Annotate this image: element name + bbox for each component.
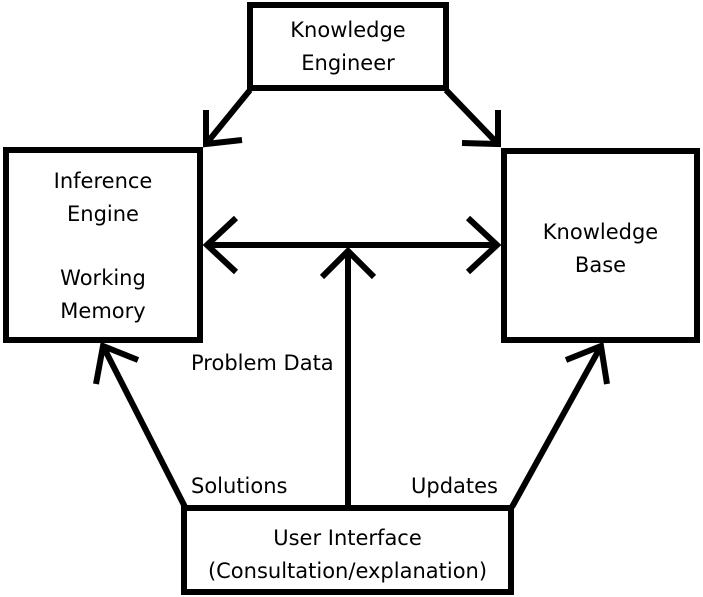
inference-engine-box: Inference Engine Working Memory — [3, 147, 203, 343]
working-memory-label-line2: Memory — [60, 299, 146, 323]
problem-data-label: Problem Data — [191, 351, 334, 375]
knowledge-engineer-label-line2: Engineer — [301, 51, 395, 75]
user-interface-label-line2: (Consultation/explanation) — [207, 559, 488, 583]
user-interface-box: User Interface (Consultation/explanation… — [181, 505, 514, 595]
inference-engine-label-line1: Inference — [53, 169, 153, 193]
knowledge-engineer-label-line1: Knowledge — [290, 18, 406, 42]
working-memory-label-line1: Working — [60, 266, 146, 290]
arrow-engineer-to-inference-head — [203, 110, 243, 148]
arrow-solutions — [100, 344, 188, 509]
inference-engine-label-line2: Engine — [67, 202, 139, 226]
knowledge-base-label-line1: Knowledge — [542, 220, 659, 244]
arrow-solutions-head — [93, 341, 140, 385]
arrow-engineer-to-knowledge-base-head — [461, 110, 501, 148]
knowledge-engineer-box: Knowledge Engineer — [247, 2, 449, 91]
arrow-engineer-to-knowledge-base — [443, 87, 501, 147]
arrow-updates-head — [564, 341, 610, 385]
arrow-knowledge-base-head — [465, 215, 502, 275]
arrow-problem-data-head — [319, 246, 377, 280]
knowledge-base-label-line2: Base — [574, 253, 627, 277]
user-interface-label-line1: User Interface — [273, 526, 422, 550]
knowledge-base-box: Knowledge Base — [501, 148, 700, 343]
solutions-label: Solutions — [191, 474, 288, 498]
updates-label: Updates — [411, 474, 498, 498]
arrow-updates — [509, 344, 604, 509]
arrow-engineer-to-inference — [203, 88, 253, 146]
arrow-inference-head — [202, 215, 239, 275]
